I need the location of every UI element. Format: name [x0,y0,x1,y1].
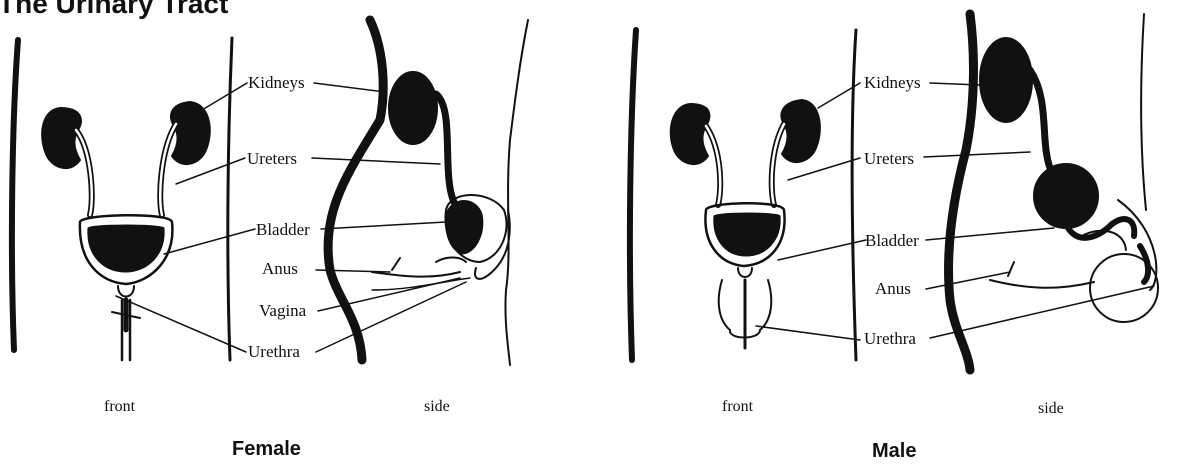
label-urethra-male: Urethra [864,330,916,348]
body-outline-left [12,40,18,350]
view-label-side-male: side [1038,400,1064,418]
caption-male: Male [872,440,916,463]
male-front-figure [630,30,856,360]
female-side-figure [328,20,528,365]
label-bladder: Bladder [256,221,310,239]
male-side-figure [949,14,1158,370]
bladder-side-icon-male [1034,164,1098,228]
female-front-figure [12,38,232,360]
label-bladder-male: Bladder [865,232,919,250]
kidney-right-icon [171,102,210,164]
label-anus: Anus [262,260,298,278]
kidney-left-icon-male [671,104,710,164]
kidney-left-icon [42,108,81,168]
kidney-side-icon [389,72,437,144]
label-ureters-male: Ureters [864,150,914,168]
label-kidneys-male: Kidneys [864,74,921,92]
view-label-front-male: front [722,398,753,416]
spine-outline [328,20,383,360]
kidney-side-icon-male [980,38,1032,122]
label-ureters: Ureters [247,150,297,168]
label-vagina: Vagina [259,302,306,320]
view-label-side-female: side [424,398,450,416]
label-kidneys: Kidneys [248,74,305,92]
view-label-front-female: front [104,398,135,416]
body-outline-right [228,38,232,360]
caption-female: Female [232,438,301,461]
label-urethra: Urethra [248,343,300,361]
kidney-right-icon-male [781,100,819,162]
label-anus-male: Anus [875,280,911,298]
